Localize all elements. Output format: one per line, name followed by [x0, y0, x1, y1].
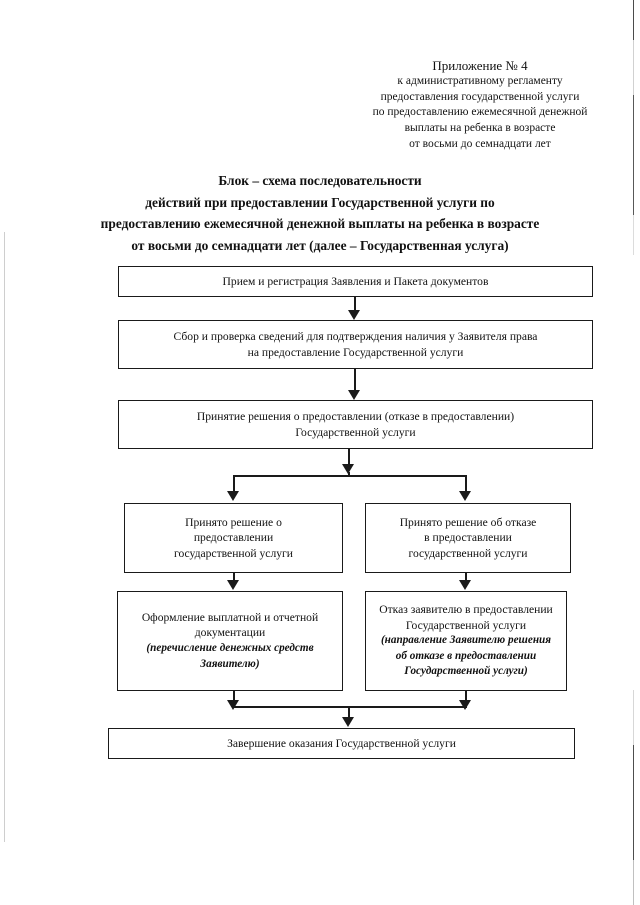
flow-node-complete-line-1: Завершение оказания Государственной услу… [227, 736, 456, 750]
edge-split-to-approve-line [233, 475, 236, 492]
edge-split-to-refuse-line [465, 475, 468, 492]
edge-payment-to-merge-arrowhead [227, 700, 239, 710]
flow-node-complete: Завершение оказания Государственной услу… [108, 728, 575, 759]
flow-node-approve-line-2: предоставлении [193, 531, 274, 545]
flow-node-decision-line-1: Принятие решения о предоставлении (отказ… [196, 409, 515, 423]
page-title-line-2: действий при предоставлении Государствен… [145, 194, 495, 210]
edge-decision-split-stem [348, 449, 351, 464]
edge-merge-to-complete-line [348, 706, 351, 718]
flow-node-payment-line-1: Оформление выплатной и отчетной [141, 610, 319, 624]
edge-merge-to-complete-arrowhead [342, 717, 354, 727]
flow-node-refusal-doc: Отказ заявителю в предоставлении Государ… [365, 591, 567, 691]
flow-node-payment: Оформление выплатной и отчетной документ… [117, 591, 343, 691]
edge-intake-to-verify-arrowhead [348, 310, 360, 320]
edge-verify-to-decision-line [354, 369, 357, 390]
flow-node-refuse-line-2: в предоставлении [424, 531, 512, 545]
flow-node-refuse: Принято решение об отказе в предоставлен… [365, 503, 571, 573]
flow-node-decision-line-2: Государственной услуги [295, 425, 416, 439]
scan-edge-right [633, 0, 634, 905]
flow-node-refusal-doc-italic-line-1: (направление Заявителю решения [380, 634, 552, 647]
flow-node-intake-line-1: Прием и регистрация Заявления и Пакета д… [222, 274, 489, 288]
appendix-header-line-1: Приложение № 4 [432, 58, 528, 73]
flow-node-refuse-line-3: государственной услуги [408, 546, 528, 560]
appendix-header: Приложение № 4 к административному регла… [330, 58, 630, 153]
appendix-header-line-6: от восьми до семнадцати лет [409, 137, 551, 150]
flow-node-payment-italic-line-1: (перечисление денежных средств [146, 642, 314, 654]
flow-node-refusal-doc-italic-line-3: Государственной услуги) [404, 665, 528, 678]
appendix-header-line-5: выплаты на ребенка в возрасте [404, 122, 556, 135]
edge-split-to-approve-arrowhead [227, 491, 239, 501]
flow-node-approve-line-1: Принято решение о [185, 515, 282, 529]
flow-node-verify-line-1: Сбор и проверка сведений для подтвержден… [173, 329, 538, 343]
edge-approve-to-payment-line [233, 573, 236, 581]
flow-node-intake: Прием и регистрация Заявления и Пакета д… [118, 266, 593, 297]
flow-node-refusal-doc-italic-line-2: об отказе в предоставлении [395, 649, 537, 662]
branch-split-bar [233, 475, 467, 478]
appendix-header-line-2: к административному регламенту [397, 74, 563, 87]
edge-intake-to-verify-line [354, 297, 357, 311]
edge-payment-to-merge-line [233, 691, 236, 702]
flow-node-payment-italic-line-2: Заявителю) [200, 657, 260, 670]
edge-refusal-doc-to-merge-line [465, 691, 468, 702]
edge-approve-to-payment-arrowhead [227, 580, 239, 590]
flow-node-verify-line-2: на предоставление Государственной услуги [247, 345, 464, 359]
flow-node-approve: Принято решение о предоставлении государ… [124, 503, 343, 573]
edge-refuse-to-refusal-doc-arrowhead [459, 580, 471, 590]
flow-node-refusal-doc-line-2: Государственной услуги [405, 618, 527, 632]
flow-node-refusal-doc-line-1: Отказ заявителю в предоставлении [379, 603, 553, 617]
flow-node-decision: Принятие решения о предоставлении (отказ… [118, 400, 593, 449]
appendix-header-line-4: по предоставлению ежемесячной денежной [372, 106, 588, 119]
flow-node-refuse-line-1: Принято решение об отказе [399, 515, 537, 529]
scan-edge-left [4, 232, 5, 842]
edge-decision-split-arrowhead [342, 464, 354, 474]
edge-verify-to-decision-arrowhead [348, 390, 360, 400]
edge-refusal-doc-to-merge-arrowhead [459, 700, 471, 710]
flow-node-approve-line-3: государственной услуги [173, 546, 293, 560]
appendix-header-line-3: предоставления государственной услуги [380, 90, 580, 103]
edge-split-to-refuse-arrowhead [459, 491, 471, 501]
page-title-line-1: Блок – схема последовательности [218, 173, 422, 188]
page-title: Блок – схема последовательности действий… [20, 170, 620, 256]
edge-decision-split-stem-lower [348, 472, 351, 477]
edge-refuse-to-refusal-doc-line [465, 573, 468, 581]
page-title-line-4: от восьми до семнадцати лет (далее – Гос… [131, 237, 509, 253]
page-title-line-3: предоставлению ежемесячной денежной выпл… [100, 216, 540, 231]
flow-node-payment-line-2: документации [194, 626, 266, 640]
flow-node-verify: Сбор и проверка сведений для подтвержден… [118, 320, 593, 369]
